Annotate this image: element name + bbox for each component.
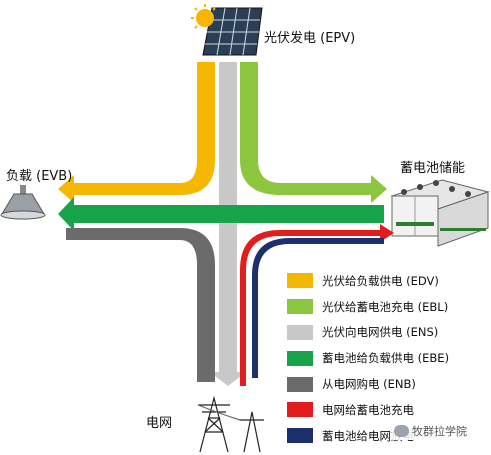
grid-label: 电网 bbox=[146, 416, 173, 431]
grid-to-load-arrow bbox=[66, 228, 215, 382]
legend-swatch bbox=[287, 299, 313, 315]
load-label: 负载 (EVB) bbox=[6, 169, 73, 184]
pv-label: 光伏发电 (EPV) bbox=[264, 31, 356, 46]
legend-swatch bbox=[287, 350, 313, 366]
legend-label: 光伏向电网供电 (ENS) bbox=[322, 325, 439, 340]
power-tower-icon bbox=[197, 395, 264, 453]
legend-swatch bbox=[287, 402, 313, 418]
battery-bank-icon bbox=[390, 179, 490, 247]
legend-item: 光伏给蓄电池充电 (EBL) bbox=[287, 294, 449, 320]
legend-label: 光伏给蓄电池充电 (EBL) bbox=[322, 299, 449, 314]
legend-item: 从电网购电 (ENB) bbox=[287, 371, 449, 397]
sun-icon bbox=[191, 4, 216, 29]
solar-panel-icon bbox=[202, 7, 263, 56]
legend-item: 蓄电池给电网放电 bbox=[287, 423, 449, 449]
legend-item: 电网给蓄电池充电 bbox=[287, 397, 449, 423]
battery-to-grid-arrow bbox=[252, 238, 384, 378]
wechat-icon bbox=[394, 425, 409, 437]
legend: 光伏给负载供电 (EDV) 光伏给蓄电池充电 (EBL) 光伏向电网供电 (ENS)… bbox=[287, 268, 449, 449]
pv-to-battery-arrow bbox=[240, 62, 387, 203]
pv-to-load-arrow bbox=[58, 62, 215, 203]
watermark-text: 牧群拉学院 bbox=[412, 425, 467, 438]
legend-item: 光伏给负载供电 (EDV) bbox=[287, 268, 449, 294]
lamp-icon bbox=[0, 185, 46, 220]
legend-swatch bbox=[287, 376, 313, 392]
grid-to-battery-arrow bbox=[240, 224, 394, 386]
legend-swatch bbox=[287, 273, 313, 289]
legend-swatch bbox=[287, 428, 313, 444]
battery-label: 蓄电池储能 bbox=[400, 161, 466, 176]
watermark: 牧群拉学院 bbox=[392, 422, 469, 440]
pv-to-grid-arrow bbox=[210, 62, 246, 386]
legend-item: 光伏向电网供电 (ENS) bbox=[287, 320, 449, 346]
legend-label: 从电网购电 (ENB) bbox=[322, 377, 416, 392]
battery-to-load-arrow bbox=[58, 197, 384, 231]
legend-item: 蓄电池给负载供电 (EBE) bbox=[287, 345, 449, 371]
legend-label: 光伏给负载供电 (EDV) bbox=[322, 273, 439, 288]
legend-label: 蓄电池给负载供电 (EBE) bbox=[322, 351, 450, 366]
legend-swatch bbox=[287, 324, 313, 340]
legend-label: 蓄电池给电网放电 bbox=[322, 428, 414, 443]
legend-label: 电网给蓄电池充电 bbox=[322, 402, 414, 417]
